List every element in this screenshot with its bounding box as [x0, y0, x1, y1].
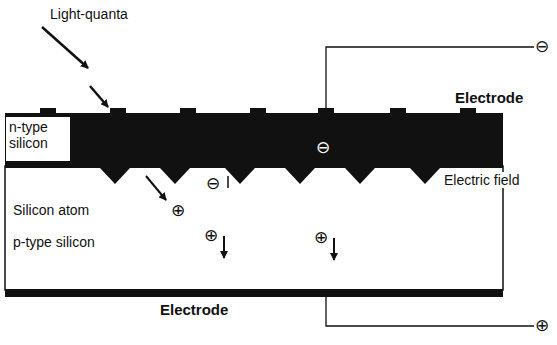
- light-arrow: [42, 27, 88, 68]
- label-ground: [6, 117, 70, 161]
- wire: [326, 297, 534, 326]
- electrode-label: Electrode: [455, 90, 523, 106]
- n-type-band: [5, 113, 503, 184]
- light-label: Light-quanta: [50, 6, 128, 22]
- top-contacts: [40, 108, 476, 114]
- layer-label: p-type silicon: [13, 234, 95, 250]
- light-arrow: [90, 86, 108, 107]
- charge-sign: ⊕: [171, 201, 185, 220]
- charge-sign: ⊖: [206, 174, 220, 193]
- atom-label: Silicon atom: [13, 202, 89, 218]
- charge-sign: ⊖: [316, 138, 330, 157]
- wire: [326, 47, 534, 108]
- drift-arrow: [223, 236, 225, 258]
- field-label: Electric field: [442, 172, 521, 188]
- p-type-region: [5, 166, 503, 290]
- light-arrow: [146, 176, 166, 200]
- bottom-electrode: [5, 289, 503, 297]
- terminal-sign: ⊖: [535, 37, 549, 56]
- p-type-layer: p-type silicon Silicon atom: [5, 168, 503, 290]
- terminal-sign: ⊕: [535, 316, 549, 335]
- motion-mark: [227, 176, 229, 188]
- drift-arrow: [333, 238, 335, 260]
- charge-sign: ⊕: [204, 226, 218, 245]
- electrode-label: Electrode: [160, 302, 228, 318]
- n-type-layer: n-type silicon: [5, 113, 503, 168]
- layer-label: n-type silicon: [9, 119, 69, 151]
- charge-sign: ⊕: [314, 228, 328, 247]
